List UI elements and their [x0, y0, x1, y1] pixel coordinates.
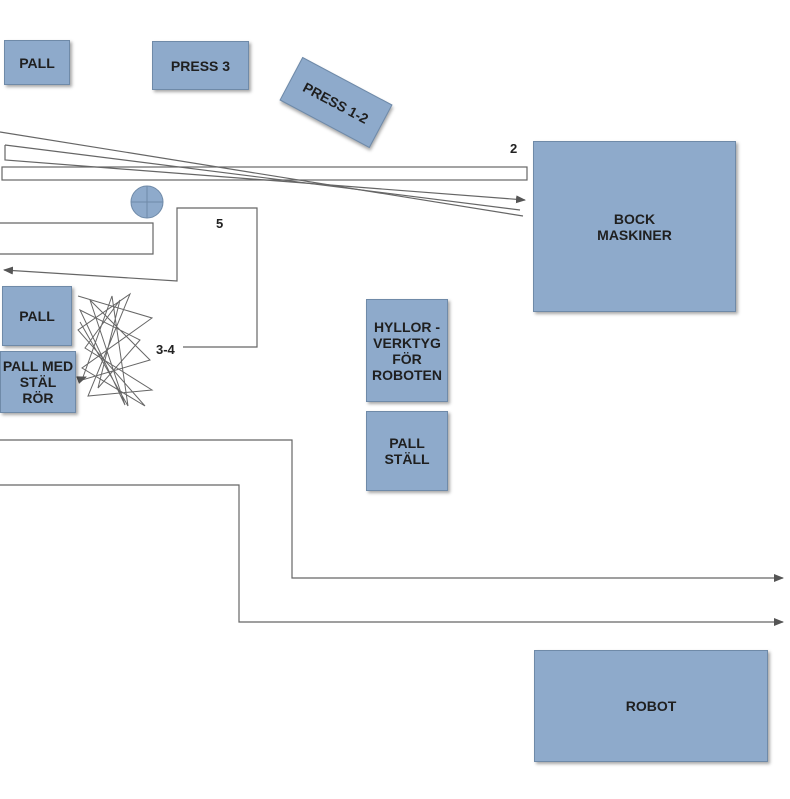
route-3-4-label: 3-4 — [156, 342, 175, 357]
pall-stall-box: PALL STÄLL — [366, 411, 448, 491]
side-rect — [0, 222, 154, 255]
scribble-lines — [77, 292, 154, 407]
lower-route-a — [0, 439, 784, 582]
route-2-label: 2 — [510, 141, 518, 156]
route-3-4-line — [183, 340, 258, 348]
arrow-to-pall-med — [76, 376, 87, 384]
route-5-line — [3, 207, 258, 340]
pall-top-box: PALL — [4, 40, 70, 85]
lower-route-b — [0, 484, 784, 626]
route-5-label: 5 — [216, 216, 224, 231]
press-3-box: PRESS 3 — [152, 41, 249, 90]
hyllor-verktyg-box: HYLLOR - VERKTYG FÖR ROBOTEN — [366, 299, 448, 402]
robot-box: ROBOT — [534, 650, 768, 762]
bock-maskiner-box: BOCK MASKINER — [533, 141, 736, 312]
pall-left-box: PALL — [2, 286, 72, 346]
route-2-arrow — [4, 145, 526, 204]
pall-med-stal-ror-box: PALL MED STÄL RÖR — [0, 351, 76, 413]
route-2-line-b — [4, 144, 521, 211]
route-2-line-a — [0, 131, 524, 217]
